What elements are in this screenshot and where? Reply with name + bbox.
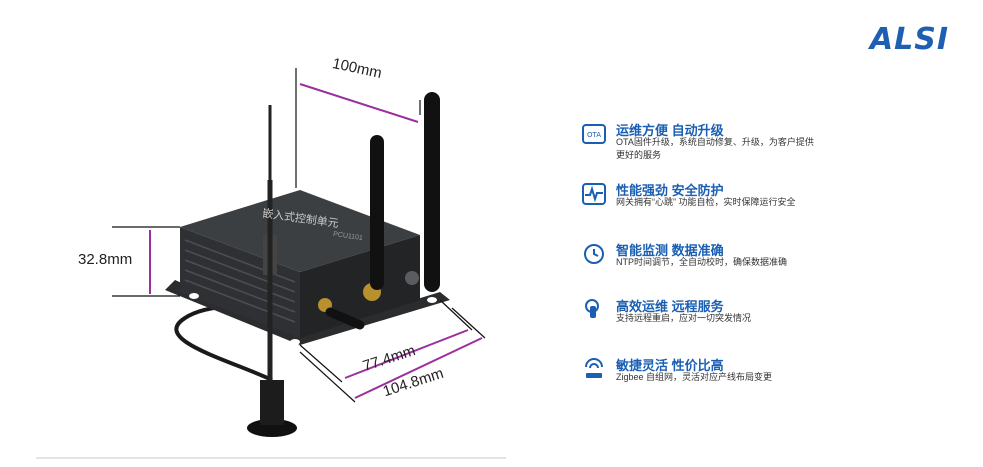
- feature-title: 敏捷灵活 性价比高: [616, 358, 724, 373]
- feature-desc: OTA固件升级，系统自动修复、升级，为客户提供更好的服务: [616, 137, 814, 160]
- dim-height-label: 32.8mm: [78, 251, 133, 268]
- brand-logo: ALSI: [869, 22, 949, 57]
- ota-icon: OTA: [582, 124, 606, 144]
- feature-title: 运维方便 自动升级: [616, 123, 724, 138]
- feature-desc: 支持远程重启，应对一切突发情况: [616, 313, 752, 323]
- feature-desc: 网关拥有“心跳” 功能自检，实时保障运行安全: [616, 197, 796, 207]
- feature-title: 性能强劲 安全防护: [616, 183, 724, 198]
- heartbeat-icon: [582, 183, 606, 205]
- clock-icon: [584, 244, 604, 264]
- feature-desc: Zigbee 自组网，灵活对应产线布局变更: [616, 372, 773, 382]
- wireless-icon: [585, 358, 603, 378]
- svg-text:OTA: OTA: [587, 131, 601, 139]
- divider: [36, 457, 506, 459]
- remote-touch-icon: [585, 299, 599, 318]
- device-illustration: [112, 68, 486, 437]
- feature-title: 高效运维 远程服务: [616, 299, 724, 314]
- feature-title: 智能监测 数据准确: [616, 243, 724, 258]
- feature-desc: NTP时间调节，全自动校时，确保数据准确: [616, 257, 788, 267]
